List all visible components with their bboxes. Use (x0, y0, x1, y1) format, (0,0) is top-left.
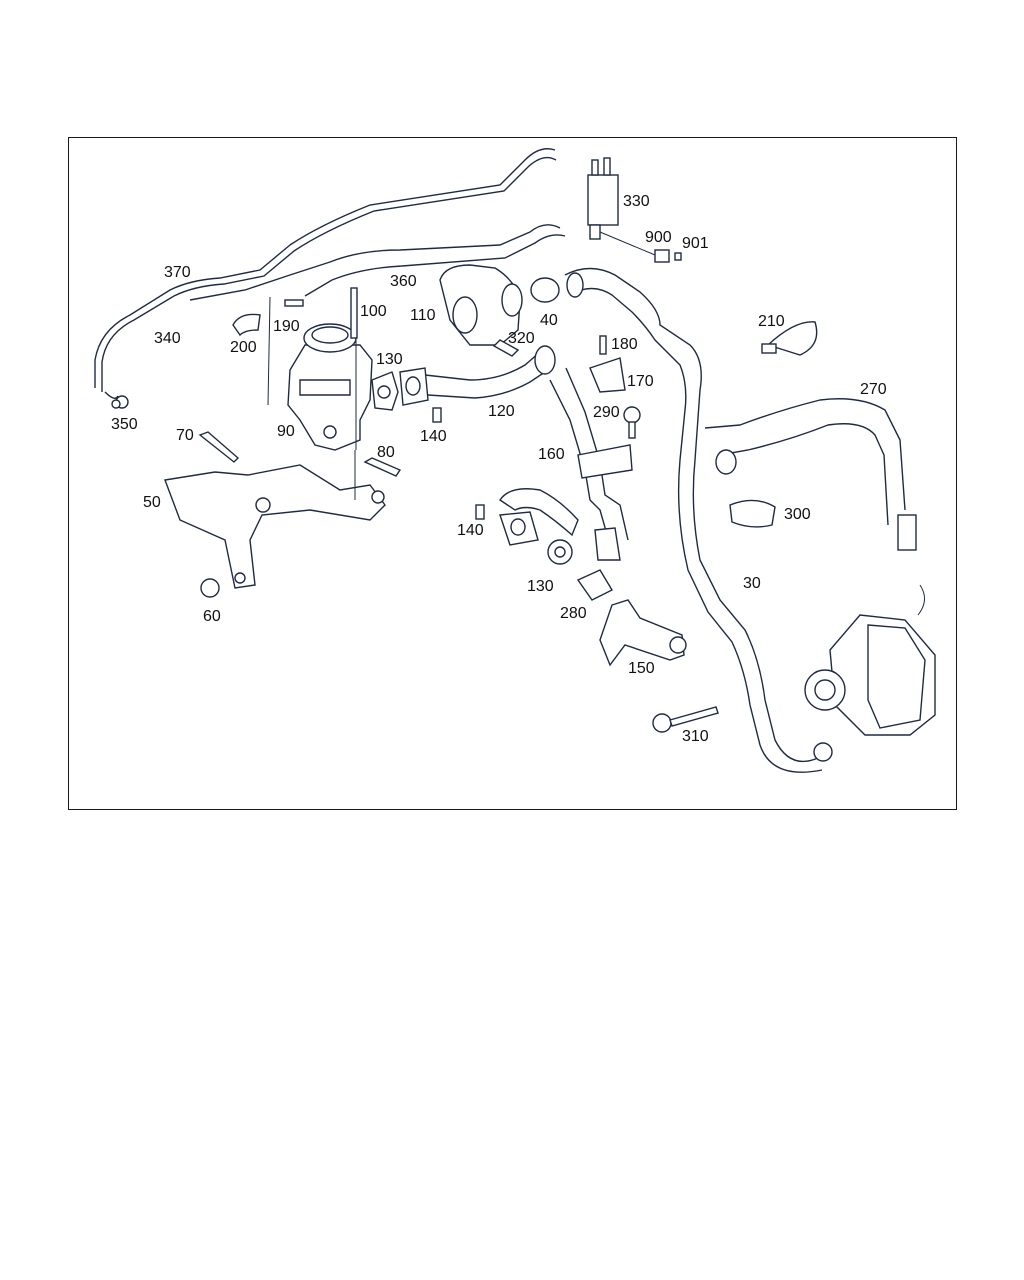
bolt-140-upper (432, 407, 442, 423)
air-pump-icon (804, 614, 936, 736)
bracket-50 (164, 464, 386, 589)
callout-360: 360 (390, 273, 417, 290)
callout-200: 200 (230, 339, 257, 356)
pipe-160 (499, 367, 633, 561)
clamp-300 (729, 499, 776, 528)
callout-150: 150 (628, 660, 655, 677)
bolt-290 (623, 406, 641, 439)
hose-270 (704, 398, 917, 551)
plate-280 (576, 569, 613, 601)
bracket-170 (589, 357, 626, 393)
diagram-frame (68, 137, 957, 810)
hose-30 (564, 267, 833, 773)
electric-switchover-valve-icon (587, 157, 619, 240)
pipe-120 (424, 345, 556, 399)
bolt-60 (200, 578, 220, 598)
callout-130-lower: 130 (527, 578, 554, 595)
callout-170: 170 (627, 373, 654, 390)
callout-90: 90 (277, 423, 295, 440)
callout-330: 330 (623, 193, 650, 210)
clip-350 (111, 395, 129, 409)
callout-310: 310 (682, 728, 709, 745)
seal-901 (674, 252, 682, 261)
bolt-180 (599, 335, 607, 355)
callout-210: 210 (758, 313, 785, 330)
clamp-40 (530, 277, 560, 303)
callout-100: 100 (360, 303, 387, 320)
callout-140-lower: 140 (457, 522, 484, 539)
callout-140-upper: 140 (420, 428, 447, 445)
callout-370: 370 (164, 264, 191, 281)
bolt-70 (198, 431, 240, 463)
bolt-310 (652, 706, 719, 733)
bracket-150 (599, 599, 687, 667)
callout-300: 300 (784, 506, 811, 523)
callout-130-upper: 130 (376, 351, 403, 368)
callout-120: 120 (488, 403, 515, 420)
callout-80: 80 (377, 444, 395, 461)
callout-50: 50 (143, 494, 161, 511)
bolt-140-lower (475, 504, 485, 520)
callout-30: 30 (743, 575, 761, 592)
gasket-130-lower (547, 539, 573, 565)
callout-350: 350 (111, 416, 138, 433)
callout-290: 290 (593, 404, 620, 421)
connector-190 (284, 299, 304, 307)
combination-valve-icon (287, 323, 373, 451)
hose-200 (232, 313, 261, 337)
callout-340: 340 (154, 330, 181, 347)
housing-110 (439, 264, 523, 346)
callout-110: 110 (410, 307, 436, 324)
bolt-100 (350, 287, 358, 339)
callout-320: 320 (508, 330, 535, 347)
callout-60: 60 (203, 608, 221, 625)
connector-900 (654, 249, 670, 263)
callout-180: 180 (611, 336, 638, 353)
bolt-320 (492, 339, 520, 357)
callout-160: 160 (538, 446, 565, 463)
callout-40: 40 (540, 312, 558, 329)
callout-190: 190 (273, 318, 300, 335)
callout-900: 900 (645, 229, 672, 246)
callout-70: 70 (176, 427, 194, 444)
callout-280: 280 (560, 605, 587, 622)
hose-360 (189, 224, 566, 301)
callout-270: 270 (860, 381, 887, 398)
callout-901: 901 (682, 235, 709, 252)
hose-370 (94, 148, 557, 399)
cable-strap-210 (761, 321, 818, 356)
bolt-80 (363, 457, 402, 477)
